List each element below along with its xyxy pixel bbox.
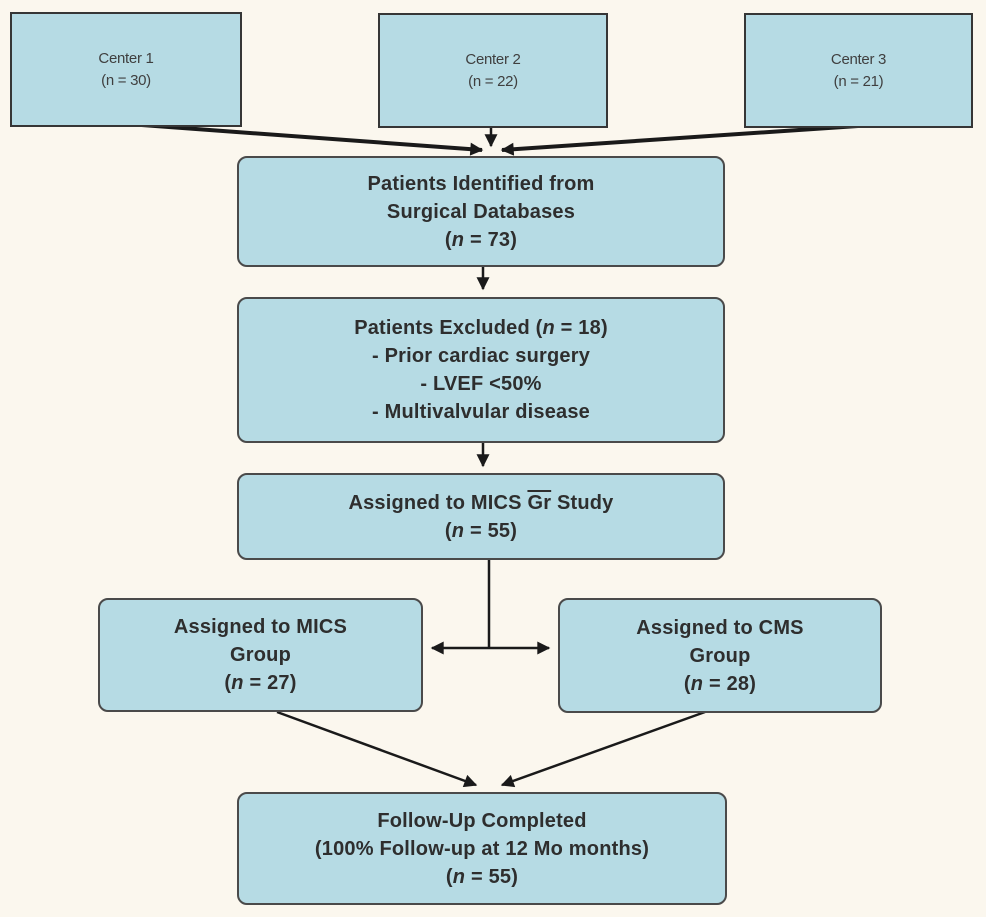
followup-line-1: Follow-Up Completed (377, 809, 587, 832)
center1-title: Center 1 (98, 49, 154, 67)
text-part: Study (551, 491, 614, 514)
excluded-item-1: - Prior cardiac surgery (371, 345, 591, 367)
text-part: = 27) (243, 672, 297, 694)
italic-n: n (690, 672, 704, 695)
center3-title: Center 3 (830, 50, 887, 68)
text-part: = 55) (465, 865, 519, 888)
center3-n: (n = 21) (833, 72, 884, 90)
assigned-study-title: Assigned to MICS Gr Study (348, 489, 613, 517)
mics-group-line-2: Group (230, 644, 291, 666)
followup-line-2: (100% Follow-up at 12 Mo months) (314, 837, 650, 860)
arrow-center3-to-identified (500, 124, 859, 156)
center2-title: Center 2 (465, 50, 521, 68)
identified-line-1: Patients Identified from (367, 172, 595, 195)
cms-group-n-line: (n = 28) (684, 670, 756, 698)
mics-group-line-1: Assigned to MICS (173, 616, 348, 638)
text-part: ( (224, 672, 232, 694)
identified-n-line: (n = 73) (445, 226, 517, 254)
center2-n: (n = 22) (468, 72, 518, 90)
text-part: = 73) (464, 228, 518, 251)
text-part: = 28) (703, 672, 757, 695)
text-part: ( (444, 228, 452, 251)
excluded-item-2: - LVEF <50% (420, 373, 542, 395)
excluded-title: Patients Excluded (n = 18) (354, 314, 608, 342)
text-part: = 55) (464, 519, 518, 542)
flow-box-cms-group: Assigned to CMS Group (n = 28) (558, 598, 882, 713)
cms-group-line-2: Group (689, 644, 751, 667)
flow-box-center-3: Center 3 (n = 21) (744, 13, 973, 128)
flow-box-assigned-study: Assigned to MICS Gr Study (n = 55) (237, 473, 725, 560)
text-part: Assigned to MICS (348, 491, 528, 514)
excluded-item-3: - Multivalvular disease (371, 401, 591, 423)
flow-box-center-1: Center 1 (n = 30) (10, 12, 242, 127)
overlined-gr: Gr (527, 491, 552, 514)
assigned-study-n-line: (n = 55) (445, 517, 517, 545)
identified-line-2: Surgical Databases (386, 200, 576, 223)
text-part: ( (683, 672, 691, 695)
center1-n: (n = 30) (101, 71, 151, 89)
flow-box-mics-group: Assigned to MICS Group (n = 27) (98, 598, 423, 712)
followup-n-line: (n = 55) (446, 863, 518, 891)
italic-n: n (451, 519, 465, 542)
text-part: ( (445, 865, 453, 888)
flow-box-followup: Follow-Up Completed (100% Follow-up at 1… (237, 792, 727, 905)
flow-box-patients-excluded: Patients Excluded (n = 18) - Prior cardi… (237, 297, 725, 443)
arrow-mics-group-to-followup (276, 710, 478, 788)
text-part: Patients Excluded ( (354, 317, 543, 339)
italic-n: n (452, 865, 466, 888)
italic-n: n (451, 228, 465, 251)
arrow-cms-group-to-followup (500, 710, 706, 788)
cms-group-line-1: Assigned to CMS (636, 616, 804, 639)
italic-n: n (231, 672, 244, 694)
flow-box-center-2: Center 2 (n = 22) (378, 13, 608, 128)
italic-n: n (542, 317, 555, 339)
mics-group-n-line: (n = 27) (224, 669, 296, 697)
flow-box-patients-identified: Patients Identified from Surgical Databa… (237, 156, 725, 267)
text-part: = 18) (554, 317, 608, 339)
text-part: ( (444, 519, 452, 542)
